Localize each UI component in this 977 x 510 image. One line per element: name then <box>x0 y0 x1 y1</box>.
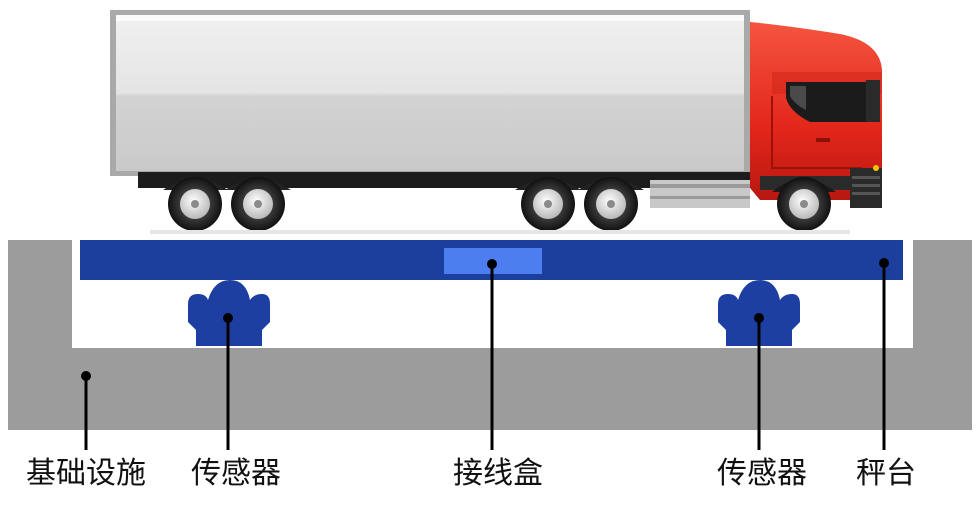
foundation <box>8 240 972 430</box>
label-sensor-left: 传感器 <box>191 456 281 491</box>
wheel <box>584 177 638 231</box>
wheel <box>777 177 831 231</box>
wheel <box>168 177 222 231</box>
label-junction-box: 接线盒 <box>453 456 543 491</box>
leader-lines <box>84 263 886 450</box>
truck <box>110 10 882 234</box>
wheel <box>521 177 575 231</box>
dot-foundation <box>81 371 91 381</box>
dot-sensor-left <box>223 313 233 323</box>
label-platform: 秤台 <box>856 456 916 491</box>
label-sensor-right: 传感器 <box>717 456 807 491</box>
label-foundation: 基础设施 <box>26 456 146 491</box>
leader-dots <box>81 258 889 381</box>
dot-sensor-right <box>754 313 764 323</box>
dot-junction-box <box>487 259 497 269</box>
sensor-left <box>188 280 270 346</box>
dot-platform <box>879 258 889 268</box>
wheel <box>231 177 285 231</box>
